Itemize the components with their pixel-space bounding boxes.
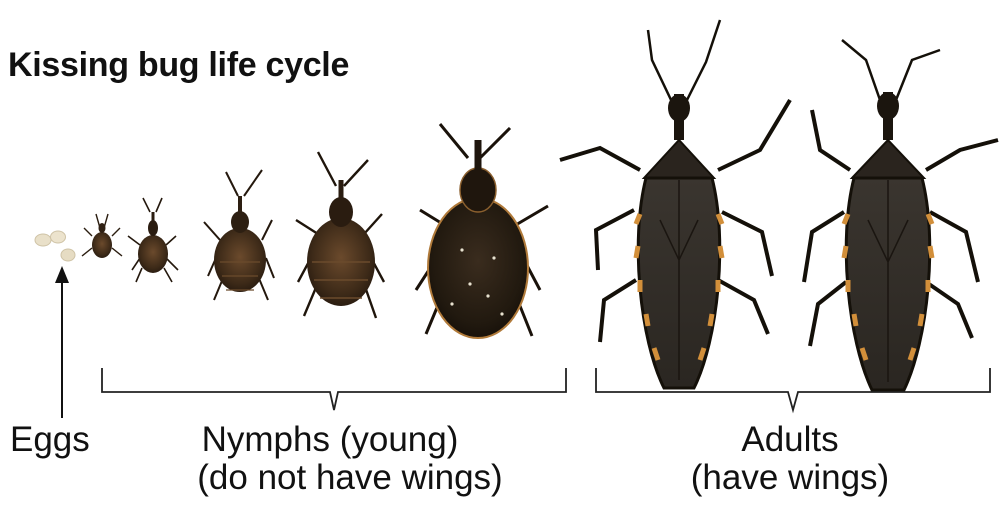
- nymph-stage-4: [296, 152, 384, 318]
- nymph-stage-5: [416, 124, 548, 338]
- nymphs-bracket: [102, 368, 566, 410]
- nymphs-label-line1: Nymphs (young): [150, 421, 510, 459]
- adults-bracket: [596, 368, 990, 410]
- nymph-stage-3: [204, 170, 274, 300]
- adults-label: Adults (have wings): [620, 421, 960, 497]
- eggs-illustration: [35, 231, 75, 261]
- nymphs-label-line2: (do not have wings): [190, 459, 510, 497]
- eggs-arrow: [55, 266, 69, 418]
- adult-bug-2: [804, 40, 998, 390]
- diagram-title: Kissing bug life cycle: [8, 46, 349, 85]
- adults-label-line1: Adults: [620, 421, 960, 459]
- nymph-stage-2: [128, 198, 178, 282]
- eggs-label: Eggs: [10, 421, 90, 459]
- nymphs-label: Nymphs (young) (do not have wings): [150, 421, 510, 497]
- adults-label-line2: (have wings): [620, 459, 960, 497]
- adult-bug-1: [560, 20, 790, 388]
- nymph-stage-1: [82, 214, 122, 258]
